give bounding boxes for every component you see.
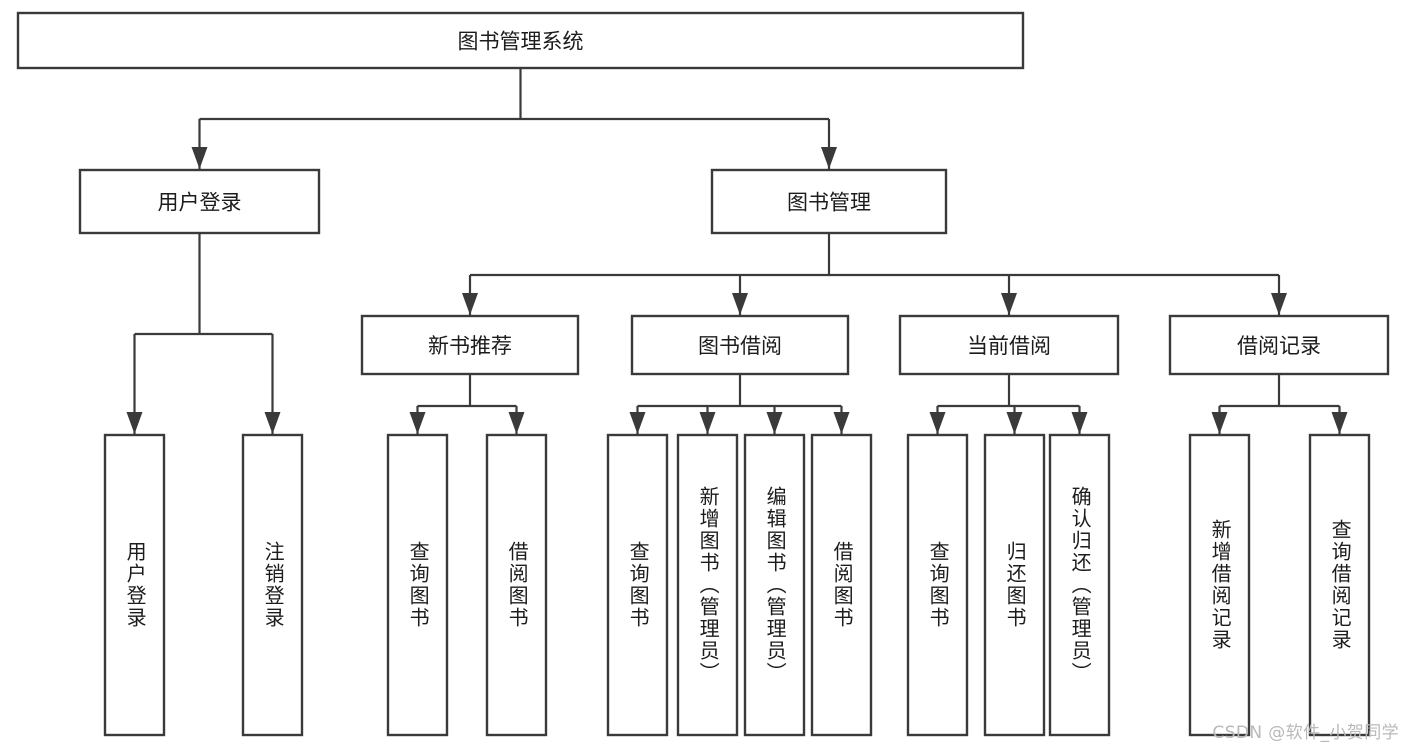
arrow-head (1071, 412, 1088, 434)
arrow-head (833, 412, 850, 434)
arrow-head (821, 147, 837, 169)
arrow-head (508, 412, 525, 434)
arrow-head (1006, 412, 1023, 434)
arrow-head (1331, 412, 1348, 434)
watermark-text: CSDN @软件_小贺同学 (1212, 723, 1399, 743)
node-leaf-3[interactable] (485, 433, 548, 737)
arrow-head (264, 412, 281, 434)
connector-lines (126, 68, 1348, 434)
arrow-head (1271, 293, 1287, 315)
node-level2-1[interactable] (710, 168, 948, 235)
node-label: 图书管理系统 (458, 30, 584, 54)
node-leaf-0[interactable] (103, 433, 166, 737)
node-leaf-8[interactable] (906, 433, 969, 737)
arrow-head (1211, 412, 1228, 434)
arrow-head (126, 412, 143, 434)
node-label: 当前借阅 (967, 334, 1051, 358)
node-leaf-1[interactable] (241, 433, 304, 737)
arrow-head (1001, 293, 1017, 315)
arrow-head (462, 293, 478, 315)
node-leaf-7[interactable] (810, 433, 873, 737)
node-label: 图书借阅 (698, 334, 782, 358)
node-level3-2[interactable] (898, 314, 1120, 376)
node-level3-3[interactable] (1168, 314, 1390, 376)
arrow-head (699, 412, 716, 434)
node-leaf-9[interactable] (983, 433, 1046, 737)
node-level3-0[interactable] (360, 314, 580, 376)
node-label: 新书推荐 (428, 334, 512, 358)
node-leaf-5[interactable] (676, 433, 739, 737)
arrow-head (732, 293, 748, 315)
arrow-head (409, 412, 426, 434)
node-label: 用户登录 (158, 191, 242, 215)
node-leaf-4[interactable] (606, 433, 669, 737)
arrow-head (766, 412, 783, 434)
node-label: 图书管理 (787, 191, 871, 215)
node-leaf-11[interactable] (1188, 433, 1251, 737)
node-root-图书管理系统[interactable] (16, 11, 1025, 70)
arrow-head (629, 412, 646, 434)
node-leaf-10[interactable] (1048, 433, 1111, 737)
node-leaf-12[interactable] (1308, 433, 1371, 737)
node-boxes (16, 11, 1390, 737)
node-leaf-6[interactable] (743, 433, 806, 737)
node-level2-0[interactable] (78, 168, 321, 235)
node-level3-1[interactable] (630, 314, 850, 376)
arrow-head (929, 412, 946, 434)
node-leaf-2[interactable] (386, 433, 449, 737)
arrow-head (191, 147, 208, 169)
node-label: 借阅记录 (1237, 334, 1321, 358)
